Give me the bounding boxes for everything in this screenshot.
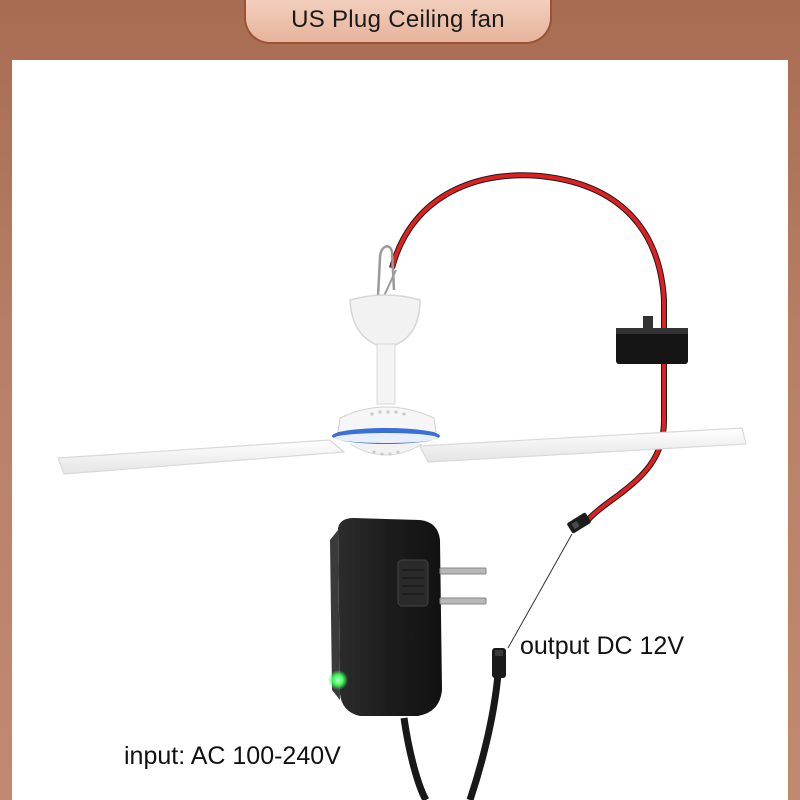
power-adapter-icon: [328, 518, 487, 716]
dc-connector-icon: [567, 512, 591, 534]
led-indicator-icon: [328, 670, 348, 690]
input-label: input: AC 100-240V: [124, 742, 341, 770]
output-pointer-line: [507, 533, 573, 649]
title-banner: US Plug Ceiling fan: [244, 0, 552, 44]
adapter-cable: [400, 648, 506, 800]
output-label: output DC 12V: [520, 632, 684, 660]
fan-hook-icon: [376, 245, 397, 297]
ceiling-fan-icon: [57, 294, 747, 475]
inline-switch-icon: [616, 316, 688, 364]
page-title: US Plug Ceiling fan: [291, 6, 505, 33]
